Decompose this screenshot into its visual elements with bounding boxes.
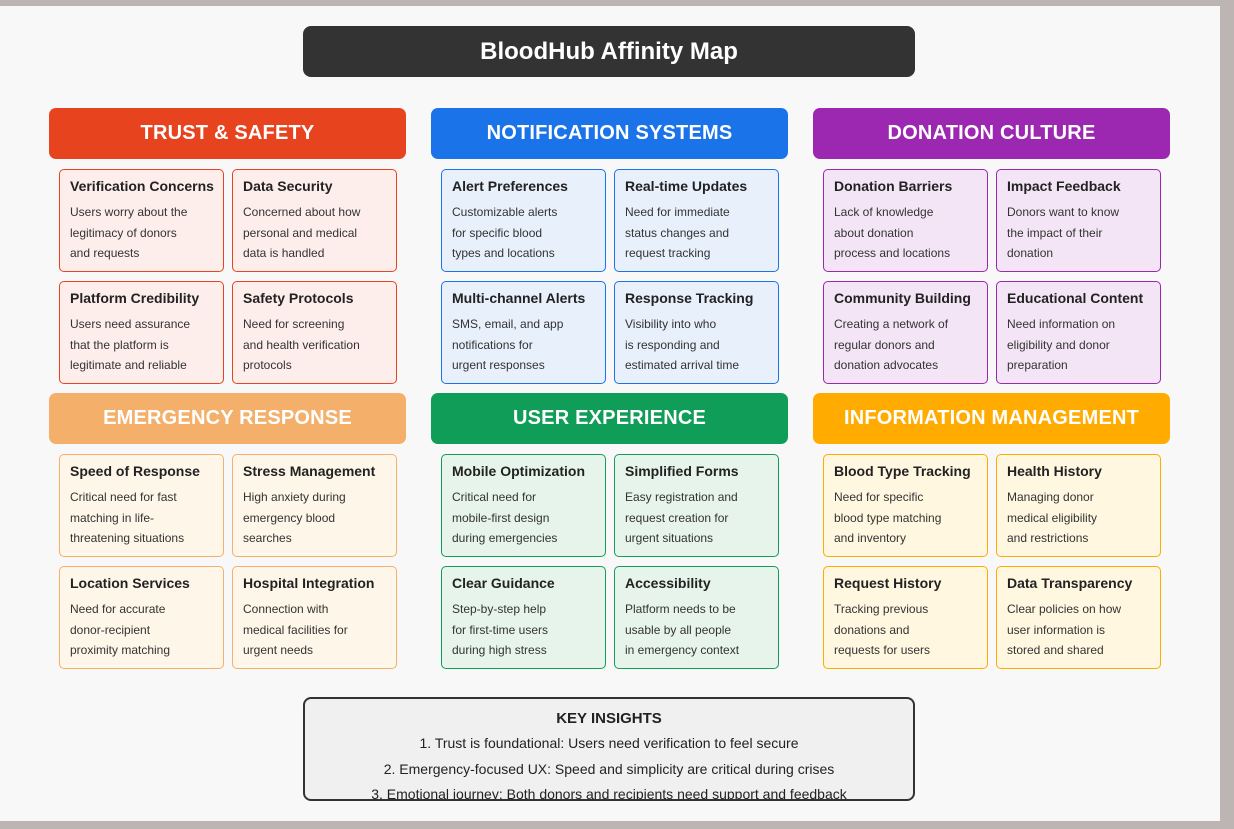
card-body: Need information on eligibility and dono… (1007, 317, 1116, 372)
card-body: Creating a network of regular donors and… (834, 317, 949, 372)
card-title: Accessibility (625, 575, 711, 591)
card-community-building: Community Building Creating a network of… (823, 281, 988, 384)
card-safety-protocols: Safety Protocols Need for screening and … (232, 281, 397, 384)
card-body: Tracking previous donations and requests… (834, 602, 931, 657)
key-insights-list: 1. Trust is foundational: Users need ver… (305, 731, 913, 801)
card-body: Users need assurance that the platform i… (70, 317, 191, 372)
card-body: Managing donor medical eligibility and r… (1007, 490, 1098, 545)
card-body: Concerned about how personal and medical… (243, 205, 361, 260)
card-body: SMS, email, and app notifications for ur… (452, 317, 564, 372)
card-stress-management: Stress Management High anxiety during em… (232, 454, 397, 557)
card-health-history: Health History Managing donor medical el… (996, 454, 1161, 557)
card-platform-credibility: Platform Credibility Users need assuranc… (59, 281, 224, 384)
card-title: Data Security (243, 178, 333, 194)
group-header-user-experience: USER EXPERIENCE (431, 393, 788, 444)
group-header-trust-safety: TRUST & SAFETY (49, 108, 406, 159)
card-title: Impact Feedback (1007, 178, 1121, 194)
card-body: Platform needs to be usable by all peopl… (625, 602, 740, 657)
card-body: Need for accurate donor-recipient proxim… (70, 602, 171, 657)
card-request-history: Request History Tracking previous donati… (823, 566, 988, 669)
card-body: Need for specific blood type matching an… (834, 490, 942, 545)
card-donation-barriers: Donation Barriers Lack of knowledge abou… (823, 169, 988, 272)
card-body: Step-by-step help for first-time users d… (452, 602, 549, 657)
card-title: Safety Protocols (243, 290, 354, 306)
key-insights-box: KEY INSIGHTS 1. Trust is foundational: U… (303, 697, 915, 801)
card-data-transparency: Data Transparency Clear policies on how … (996, 566, 1161, 669)
card-blood-type-tracking: Blood Type Tracking Need for specific bl… (823, 454, 988, 557)
card-body: Connection with medical facilities for u… (243, 602, 348, 657)
card-impact-feedback: Impact Feedback Donors want to know the … (996, 169, 1161, 272)
card-body: Need for screening and health verificati… (243, 317, 360, 372)
card-body: Critical need for fast matching in life-… (70, 490, 185, 545)
card-body: Lack of knowledge about donation process… (834, 205, 951, 260)
card-educational-content: Educational Content Need information on … (996, 281, 1161, 384)
key-insights-title: KEY INSIGHTS (556, 710, 662, 727)
card-title: Donation Barriers (834, 178, 953, 194)
card-title: Real-time Updates (625, 178, 748, 194)
card-title: Response Tracking (625, 290, 754, 306)
card-title: Data Transparency (1007, 575, 1133, 591)
card-title: Multi-channel Alerts (452, 290, 586, 306)
card-multi-channel-alerts: Multi-channel Alerts SMS, email, and app… (441, 281, 606, 384)
card-body: Critical need for mobile-first design du… (452, 490, 558, 545)
card-body: Donors want to know the impact of their … (1007, 205, 1120, 260)
card-body: Need for immediate status changes and re… (625, 205, 730, 260)
card-title: Simplified Forms (625, 463, 739, 479)
card-title: Educational Content (1007, 290, 1144, 306)
card-location-services: Location Services Need for accurate dono… (59, 566, 224, 669)
insight-item: 2. Emergency-focused UX: Speed and simpl… (383, 760, 835, 777)
card-title: Stress Management (243, 463, 376, 479)
card-title: Community Building (834, 290, 971, 306)
card-title: Verification Concerns (70, 178, 214, 194)
group-header-donation-culture: DONATION CULTURE (813, 108, 1170, 159)
card-body: Customizable alerts for specific blood t… (452, 205, 558, 260)
card-accessibility: Accessibility Platform needs to be usabl… (614, 566, 779, 669)
card-body: High anxiety during emergency blood sear… (243, 490, 346, 545)
card-clear-guidance: Clear Guidance Step-by-step help for fir… (441, 566, 606, 669)
group-header-notification-systems: NOTIFICATION SYSTEMS (431, 108, 788, 159)
card-body: Visibility into who is responding and es… (625, 317, 740, 372)
card-alert-preferences: Alert Preferences Customizable alerts fo… (441, 169, 606, 272)
card-simplified-forms: Simplified Forms Easy registration and r… (614, 454, 779, 557)
group-header-emergency-response: EMERGENCY RESPONSE (49, 393, 406, 444)
affinity-map-canvas: BloodHub Affinity Map TRUST & SAFETY Ver… (0, 6, 1220, 821)
card-title: Blood Type Tracking (834, 463, 971, 479)
card-body: Users worry about the legitimacy of dono… (70, 205, 188, 260)
card-body: Easy registration and request creation f… (625, 490, 738, 545)
insight-item: 3. Emotional journey: Both donors and re… (371, 786, 847, 801)
card-title: Hospital Integration (243, 575, 375, 591)
card-data-security: Data Security Concerned about how person… (232, 169, 397, 272)
card-title: Location Services (70, 575, 190, 591)
card-title: Request History (834, 575, 942, 591)
card-verification-concerns: Verification Concerns Users worry about … (59, 169, 224, 272)
map-title: BloodHub Affinity Map (303, 26, 915, 77)
card-hospital-integration: Hospital Integration Connection with med… (232, 566, 397, 669)
card-body: Clear policies on how user information i… (1007, 602, 1122, 657)
card-real-time-updates: Real-time Updates Need for immediate sta… (614, 169, 779, 272)
insight-item: 1. Trust is foundational: Users need ver… (419, 735, 799, 751)
card-title: Platform Credibility (70, 290, 200, 306)
card-speed-of-response: Speed of Response Critical need for fast… (59, 454, 224, 557)
group-header-information-management: INFORMATION MANAGEMENT (813, 393, 1170, 444)
card-title: Mobile Optimization (452, 463, 585, 479)
card-title: Clear Guidance (452, 575, 555, 591)
card-title: Alert Preferences (452, 178, 568, 194)
card-title: Health History (1007, 463, 1102, 479)
card-response-tracking: Response Tracking Visibility into who is… (614, 281, 779, 384)
card-title: Speed of Response (70, 463, 200, 479)
card-mobile-optimization: Mobile Optimization Critical need for mo… (441, 454, 606, 557)
